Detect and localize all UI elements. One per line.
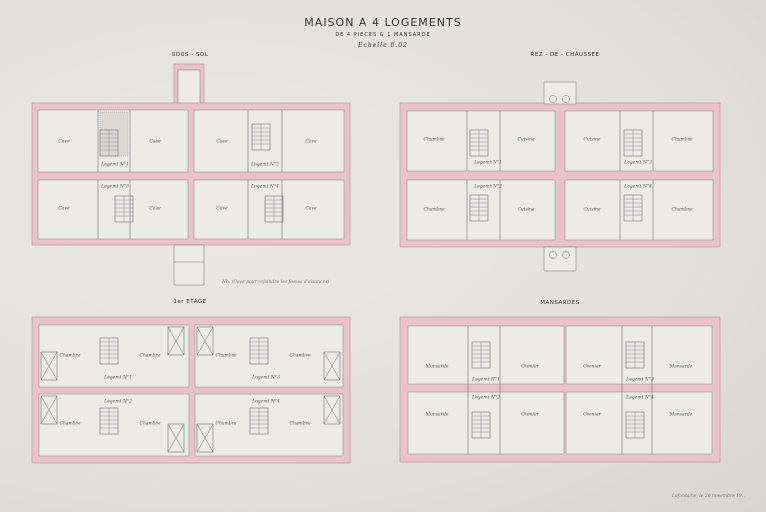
room-label: Cave [216,139,228,145]
room-label: Cave [305,206,317,212]
plan-title-sous-sol: SOUS - SOL [171,52,209,58]
room-label: Cave [149,206,161,212]
room-label: Grenier [521,364,539,370]
room-label: Chambre [59,421,81,427]
logement-label: Logemt N°3 [101,184,129,190]
logement-label: Logemt N°1 [101,162,129,168]
signature: Lafontaine, le 26 novembre 19.. [672,494,745,499]
room-label: Cuisine [517,207,535,213]
logement-label: Logemt N°2 [251,162,279,168]
room-label: Chambre [423,137,445,143]
room-label: Chambre [215,421,237,427]
plan-title-1er-etage: 1er ETAGE [173,299,207,305]
room-label: Grenier [521,412,539,418]
room-label: Cave [305,139,317,145]
logement-label: Logemt N°2 [472,395,500,401]
room-label: Chambre [423,207,445,213]
logement-label: Logemt N°3 [626,377,654,383]
room-label: Grenier [583,364,601,370]
room-label: Chambre [215,353,237,359]
room-label: Chambre [671,207,693,213]
logement-label: Logemt N°1 [104,375,132,381]
room-label: Chambre [289,421,311,427]
plan-mansardes [399,316,721,463]
logement-label: Logemt N°3 [624,160,652,166]
room-label: Chambre [59,353,81,359]
room-label: Grenier [583,412,601,418]
room-label: Chambre [671,137,693,143]
room-label: Chambre [289,353,311,359]
plan-sous-sol [31,63,351,286]
room-label: Cave [58,139,70,145]
room-label: Cave [58,206,70,212]
plan-rez-de-chaussee [399,81,721,272]
room-label: Mansarde [669,364,693,370]
room-label: Cave [149,139,161,145]
logement-label: Logemt N°1 [474,160,502,166]
drawing-scale: Echelle 0.02 [358,42,408,49]
logement-label: Logemt N°3 [252,375,280,381]
room-label: Cave [216,206,228,212]
room-label: Mansarde [425,364,449,370]
room-label: Cuisine [517,137,535,143]
drawing-subtitle: DE 4 PIECES & 1 MANSARDE [335,32,431,38]
plan-title-rez-de-chaussee: REZ - DE - CHAUSSEE [530,52,600,58]
room-label: Chambre [139,353,161,359]
room-label: Chambre [139,421,161,427]
basement-note: Nb. (Cave pour rejoindre les fosses d'ai… [222,280,330,285]
room-label: Mansarde [425,412,449,418]
logement-label: Logemt N°4 [252,399,280,405]
logement-label: Logemt N°2 [104,399,132,405]
logement-label: Logemt N°2 [474,184,502,190]
logement-label: Logemt N°4 [626,395,654,401]
drawing-title: MAISON A 4 LOGEMENTS [304,16,462,29]
logement-label: Logemt N°1 [472,377,500,383]
plan-title-mansardes: MANSARDES [540,300,580,306]
room-label: Mansarde [669,412,693,418]
room-label: Cuisine [583,207,601,213]
logement-label: Logemt N°4 [624,184,652,190]
room-label: Cuisine [583,137,601,143]
logement-label: Logemt N°4 [251,184,279,190]
plan-1er-etage [31,316,351,464]
